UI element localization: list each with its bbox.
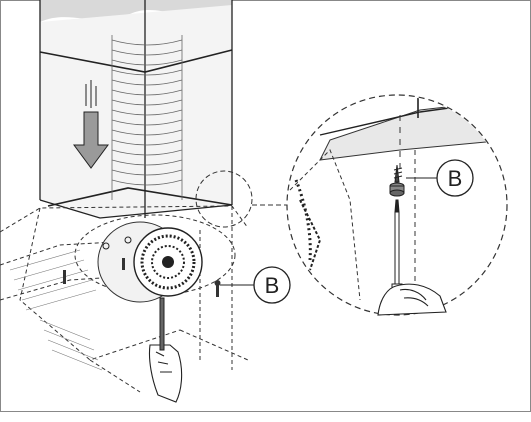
hood-grid [9, 249, 103, 371]
callout-b-hood: B [220, 266, 291, 304]
duct-coil [111, 35, 183, 200]
callout-label-b: B [265, 273, 280, 298]
hand-icon [377, 283, 447, 316]
screwdriver-icon [159, 297, 165, 351]
down-arrow-icon [73, 80, 109, 169]
hand-icon [148, 344, 183, 403]
fan-motor-icon [97, 221, 203, 303]
chimney-cover [39, 0, 233, 219]
screw-icon [63, 258, 221, 297]
callout-b-detail: B [406, 159, 474, 197]
chimney-cloud-top [40, 0, 232, 22]
callout-label-b: B [448, 166, 463, 191]
screw-icon [389, 164, 405, 197]
detail-source-circle [195, 170, 253, 228]
